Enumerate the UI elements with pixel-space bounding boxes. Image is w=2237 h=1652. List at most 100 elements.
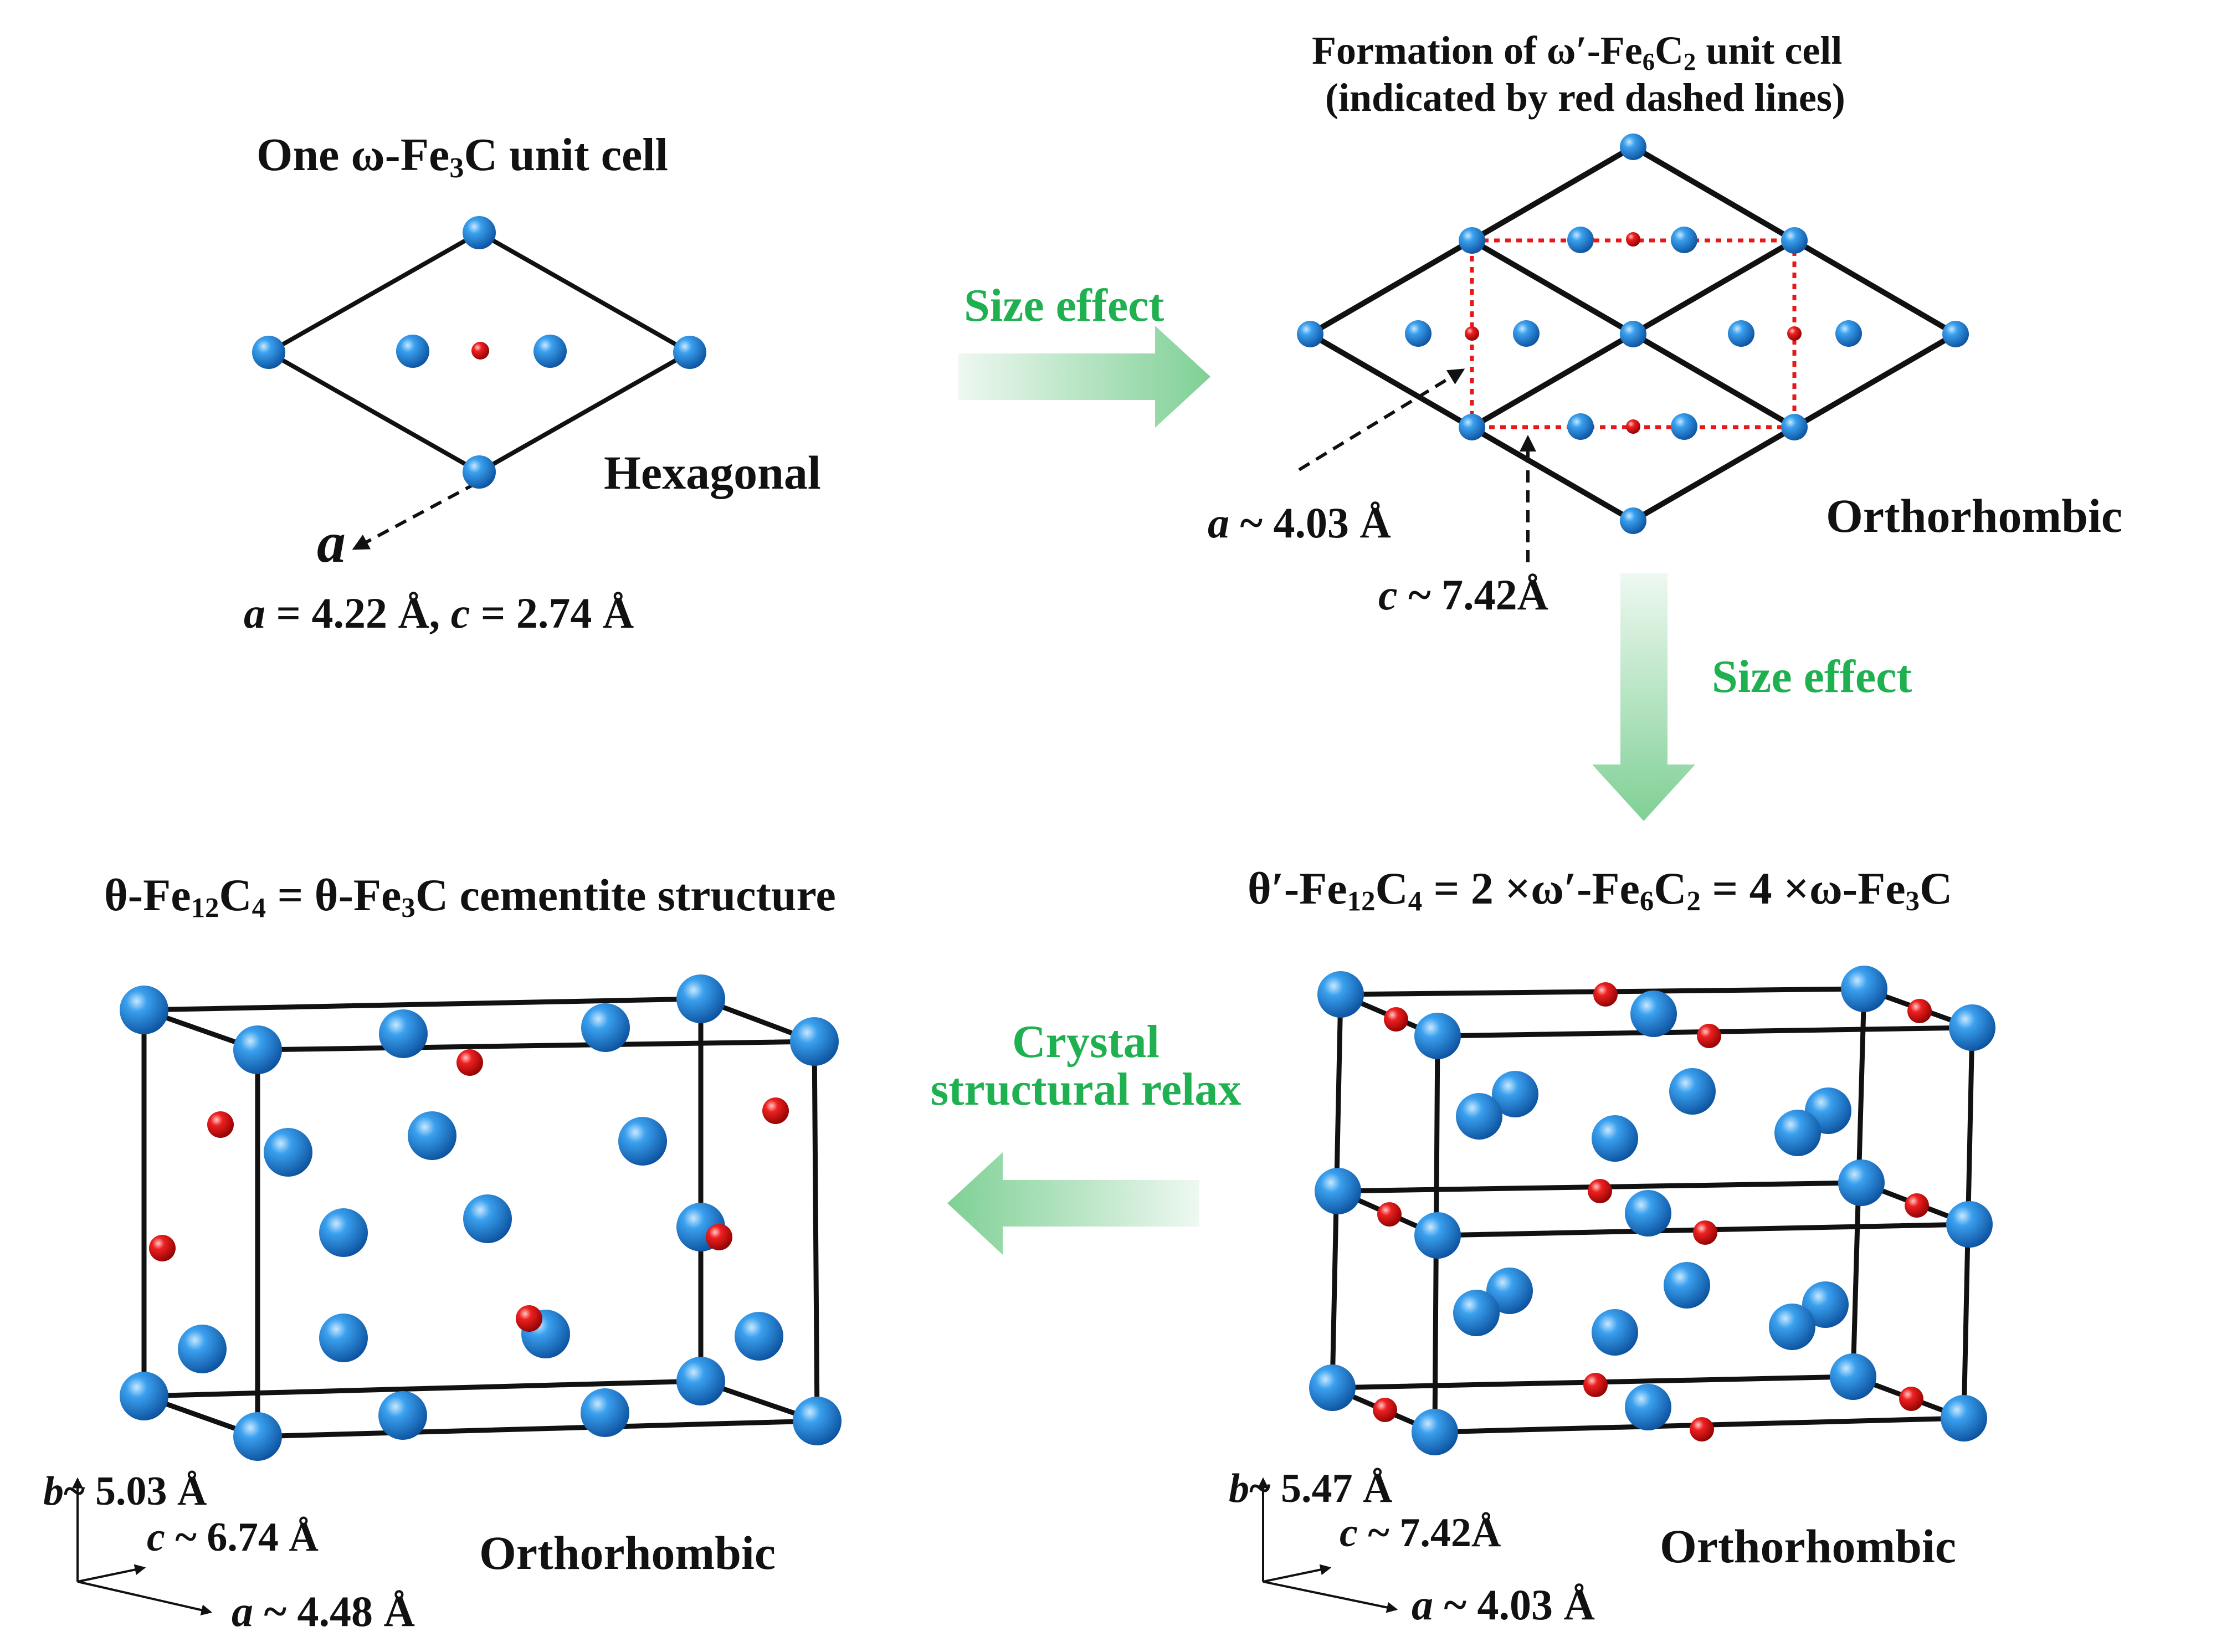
fe-atom: [1453, 1290, 1500, 1336]
fe-atom: [319, 1314, 368, 1362]
fe-atom: [1412, 1409, 1458, 1455]
subscript: 3: [1905, 885, 1920, 917]
relax-arrow-left: [947, 1152, 1199, 1255]
subscript: 4: [252, 892, 266, 924]
fe-atom: [1949, 1004, 1995, 1051]
param-val: ~ 4.48 Å: [253, 1587, 415, 1635]
subscript: 4: [1408, 885, 1423, 917]
c-atom: [1588, 1179, 1612, 1203]
fe-atom: [1315, 1168, 1361, 1214]
fe-atom: [1414, 1013, 1461, 1059]
c-atom: [516, 1305, 542, 1332]
c-atom: [1787, 326, 1802, 341]
param-val: = 4.22 Å,: [265, 589, 451, 637]
fe-atom: [379, 1009, 428, 1058]
hexagonal-label: Hexagonal: [604, 446, 821, 499]
fe-atom: [1297, 321, 1323, 347]
fe-atom: [463, 1194, 512, 1243]
theta-prime-title: θ′-Fe12C4 = 2 ×ω′-Fe6C2 = 4 ×ω-Fe3C: [1248, 863, 1952, 916]
theta-a-param: a ~ 4.48 Å: [232, 1590, 415, 1633]
c-atom: [1583, 1373, 1608, 1397]
subscript: 6: [1639, 885, 1654, 917]
fe-atom: [1317, 971, 1364, 1018]
fe-atom: [1835, 320, 1862, 347]
fe-atom: [1728, 320, 1754, 347]
theta-atoms: [120, 974, 842, 1461]
omega-cell-title: One ω-Fe3C unit cell: [256, 129, 669, 183]
c-atom: [1626, 232, 1640, 247]
fe-atom: [1492, 1071, 1538, 1117]
param-val: ~ 6.74 Å: [165, 1515, 319, 1560]
title-text: = 2 ×ω′-Fe: [1422, 863, 1640, 914]
c-atom: [149, 1235, 176, 1261]
fe-atom: [1620, 507, 1646, 534]
fe-atom: [378, 1391, 427, 1440]
fe-atom: [233, 1412, 282, 1461]
c-atom: [1626, 419, 1640, 434]
param-val: ~ 4.03 Å: [1433, 1581, 1595, 1629]
omega-lattice-params: a = 4.22 Å, c = 2.74 Å: [244, 592, 634, 635]
omega-prime-title-line1: Formation of ω′-Fe6C2 unit cell: [1312, 28, 1842, 74]
fe-atom: [793, 1397, 842, 1445]
fe-atom: [1567, 227, 1594, 253]
fe-atom: [1592, 1115, 1638, 1162]
param-var: c: [1378, 571, 1398, 619]
fe-atom: [581, 1388, 629, 1437]
subscript: 3: [449, 152, 464, 184]
fe-atom: [1630, 991, 1677, 1037]
theta-prime-b-param: b~ 5.47 Å: [1229, 1468, 1392, 1509]
fe-atom: [1841, 966, 1887, 1012]
fe-atom: [120, 1372, 168, 1420]
fe-atom: [1592, 1309, 1638, 1356]
fe-atom: [676, 974, 725, 1023]
fe-atom: [396, 335, 429, 368]
fe-atom: [1664, 1262, 1710, 1309]
param-val: ~ 7.42Å: [1357, 1510, 1501, 1556]
omega-unit-cell: [252, 216, 706, 550]
fe-atom: [1942, 321, 1969, 347]
title-text: θ-Fe: [104, 870, 191, 920]
theta-b-param: b~ 5.03 Å: [43, 1471, 207, 1512]
c-atom: [471, 342, 489, 360]
omega-prime-c-param: c ~ 7.42Å: [1378, 573, 1548, 617]
fe-atom: [1671, 413, 1697, 440]
theta-prime-a-param: a ~ 4.03 Å: [1412, 1583, 1595, 1627]
fe-atom: [1414, 1212, 1461, 1259]
param-val: ~ 4.03 Å: [1229, 499, 1391, 547]
a-axis-arrow: [352, 481, 478, 550]
c-atom: [762, 1097, 789, 1124]
title-text: = θ-Fe: [266, 870, 402, 920]
fe-atom: [1769, 1304, 1815, 1350]
subscript: 6: [1642, 48, 1655, 76]
param-var: c: [450, 589, 470, 637]
fe-atom: [1946, 1201, 1993, 1248]
c-atom: [1899, 1387, 1923, 1411]
fe-atom: [1669, 1068, 1716, 1115]
fe-atom: [1309, 1364, 1356, 1411]
fe-atom: [1456, 1093, 1502, 1140]
size-effect-arrow-down: [1592, 573, 1695, 821]
omega-prime-title-line2: (indicated by red dashed lines): [1325, 75, 1845, 120]
fe-atom: [233, 1025, 282, 1074]
a-axis-letter: a: [317, 511, 346, 574]
fe-atom: [1486, 1268, 1533, 1314]
title-text: = 4 ×ω-Fe: [1700, 863, 1906, 914]
param-var: c: [147, 1515, 165, 1560]
title-text: C unit cell: [464, 129, 669, 181]
c-atom: [1907, 999, 1932, 1023]
omega-prime-atoms: [1297, 134, 1969, 534]
fe-atom: [1671, 227, 1697, 253]
theta-prime-c-param: c ~ 7.42Å: [1340, 1512, 1501, 1553]
c-atom: [207, 1111, 234, 1138]
title-text: C: [1655, 28, 1684, 73]
fe-atom: [1838, 1160, 1885, 1206]
fe-atom: [533, 335, 567, 368]
subscript: 2: [1684, 48, 1696, 76]
fe-atom: [1625, 1190, 1671, 1237]
subscript: 12: [191, 892, 219, 924]
relax-label-line2: structural relax: [930, 1063, 1241, 1115]
param-var: b: [1229, 1466, 1249, 1511]
param-var: c: [1340, 1510, 1358, 1556]
fe-atom: [1620, 321, 1646, 347]
